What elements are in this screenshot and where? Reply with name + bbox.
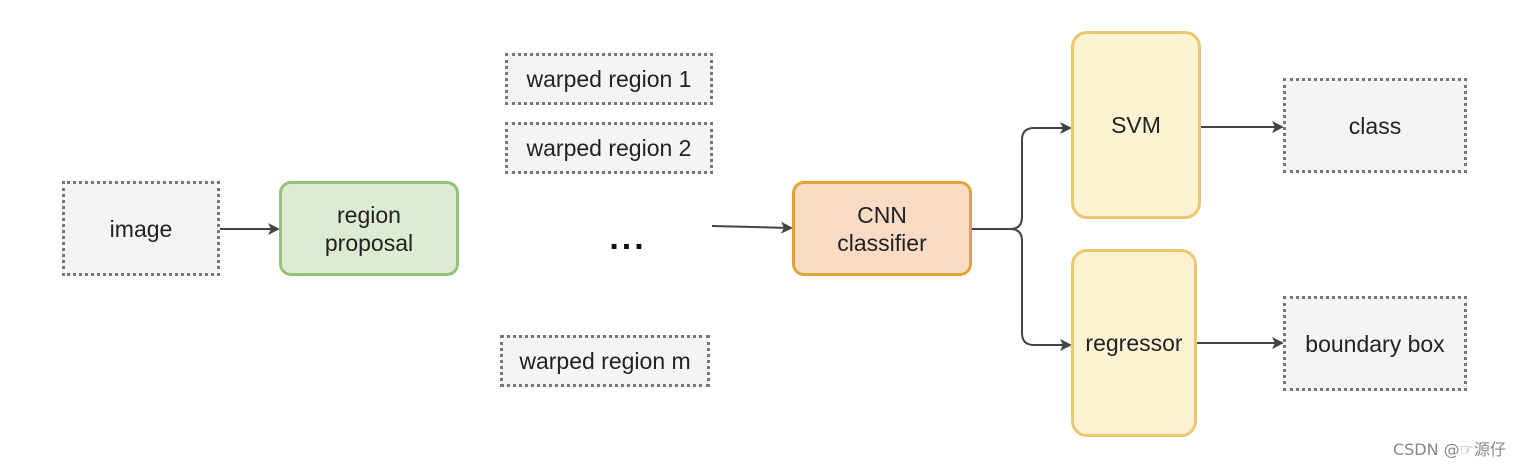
regressor-node: regressor xyxy=(1071,249,1197,437)
boundary-box-label: boundary box xyxy=(1305,330,1445,357)
regressor-label: regressor xyxy=(1085,330,1183,356)
boundary-box-node: boundary box xyxy=(1283,296,1467,391)
warped-region-m-label: warped region m xyxy=(519,348,691,374)
cnn-classifier-label: CNN classifier xyxy=(837,201,927,256)
image-node: image xyxy=(62,181,220,276)
region-proposal-label: region proposal xyxy=(324,201,414,256)
arrow-regions-to-cnn xyxy=(711,221,793,234)
svm-node: SVM xyxy=(1071,31,1201,219)
arrow-cnn-to-svm xyxy=(972,122,1072,230)
warped-region-1-node: warped region 1 xyxy=(505,53,713,105)
image-label: image xyxy=(109,215,173,242)
warped-region-m-node: warped region m xyxy=(500,335,710,387)
cnn-classifier-node: CNN classifier xyxy=(792,181,972,276)
region-proposal-node: region proposal xyxy=(279,181,459,276)
warped-region-2-label: warped region 2 xyxy=(526,135,692,161)
warped-region-1-label: warped region 1 xyxy=(526,66,692,92)
watermark-text: CSDN @☞源仔 xyxy=(1392,440,1506,459)
ellipsis-text: ... xyxy=(609,218,647,257)
svm-label: SVM xyxy=(1111,112,1161,138)
arrow-cnn-to-regressor xyxy=(1009,228,1072,351)
class-node: class xyxy=(1283,78,1467,173)
class-label: class xyxy=(1348,112,1402,139)
warped-region-2-node: warped region 2 xyxy=(505,122,713,174)
